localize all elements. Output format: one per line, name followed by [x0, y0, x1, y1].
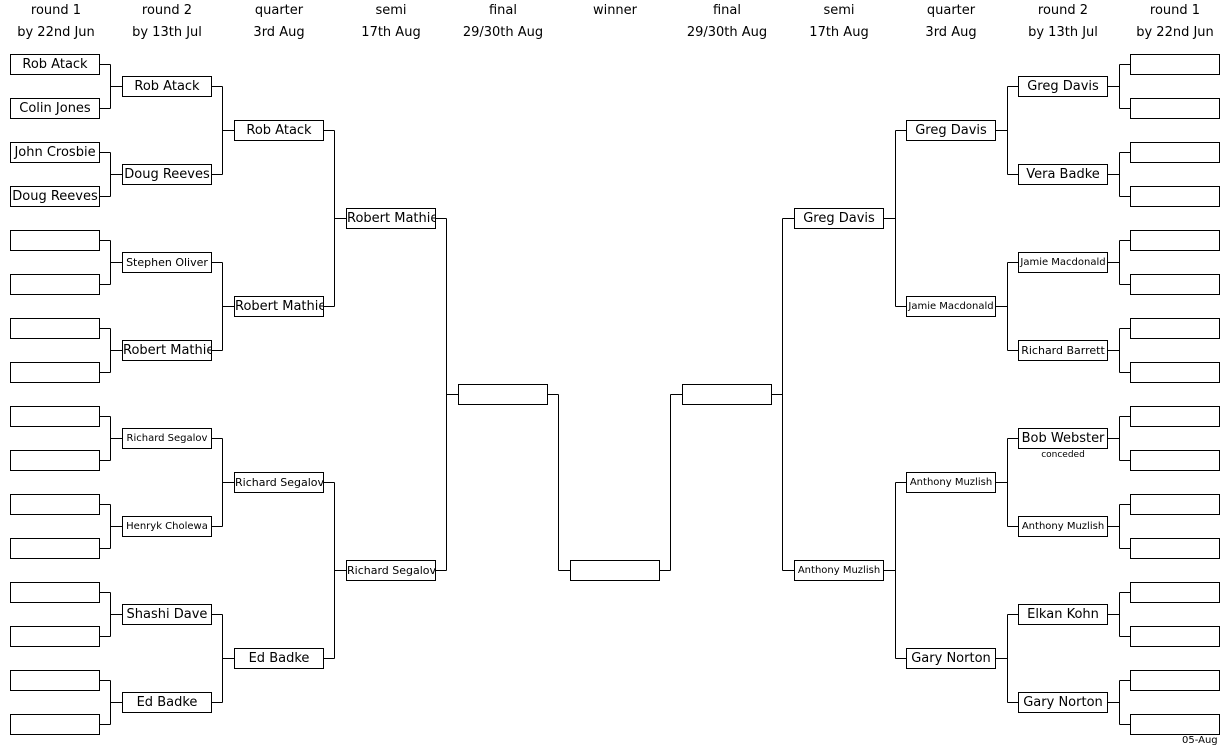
right-r1-slot-10	[1130, 450, 1220, 471]
right-r1-slot-16	[1130, 714, 1220, 735]
right-sf-slot-2: Anthony Muzlish	[794, 560, 884, 581]
right-qf-slot-4: Gary Norton	[906, 648, 996, 669]
right-r1-slot-14	[1130, 626, 1220, 647]
conceded-note: conceded	[1041, 450, 1085, 460]
left-r1-slot-16	[10, 714, 100, 735]
right-r1-slot-7	[1130, 318, 1220, 339]
right-r1-slot-3	[1130, 142, 1220, 163]
right-r2-slot-2: Vera Badke	[1018, 164, 1108, 185]
left-r1-slot-4: Doug Reeves	[10, 186, 100, 207]
right-qf-slot-2: Jamie Macdonald	[906, 296, 996, 317]
right-r2-slot-5: Bob Webster	[1018, 428, 1108, 449]
right-r1-slot-4	[1130, 186, 1220, 207]
right-r1-slot-12	[1130, 538, 1220, 559]
right-r1-slot-9	[1130, 406, 1220, 427]
right-r1-slot-2	[1130, 98, 1220, 119]
left-r1-slot-3: John Crosbie	[10, 142, 100, 163]
left-qf-slot-3: Richard Segalov	[234, 472, 324, 493]
right-r1-slot-8	[1130, 362, 1220, 383]
left-r1-slot-13	[10, 582, 100, 603]
left-r2-slot-7: Shashi Dave	[122, 604, 212, 625]
left-r2-slot-8: Ed Badke	[122, 692, 212, 713]
right-final-slot	[682, 384, 772, 405]
left-r1-slot-14	[10, 626, 100, 647]
right-r1-slot-6	[1130, 274, 1220, 295]
right-r2-slot-3: Jamie Macdonald	[1018, 252, 1108, 273]
right-sf-slot-1: Greg Davis	[794, 208, 884, 229]
left-r2-slot-4: Robert Mathie	[122, 340, 212, 361]
right-r1-slot-1	[1130, 54, 1220, 75]
header-winner: winner	[592, 3, 638, 18]
right-qf-slot-3: Anthony Muzlish	[906, 472, 996, 493]
left-r1-slot-2: Colin Jones	[10, 98, 100, 119]
left-qf-slot-2: Robert Mathie	[234, 296, 324, 317]
left-qf-slot-4: Ed Badke	[234, 648, 324, 669]
left-sf-slot-2: Richard Segalov	[346, 560, 436, 581]
left-r1-slot-10	[10, 450, 100, 471]
left-r1-slot-9	[10, 406, 100, 427]
left-r2-slot-2: Doug Reeves	[122, 164, 212, 185]
left-r2-slot-6: Henryk Cholewa	[122, 516, 212, 537]
right-r2-slot-6: Anthony Muzlish	[1018, 516, 1108, 537]
right-qf-slot-1: Greg Davis	[906, 120, 996, 141]
right-r2-slot-4: Richard Barrett	[1018, 340, 1108, 361]
right-r1-slot-11	[1130, 494, 1220, 515]
right-r2-slot-7: Elkan Kohn	[1018, 604, 1108, 625]
left-r2-slot-3: Stephen Oliver	[122, 252, 212, 273]
left-r1-slot-12	[10, 538, 100, 559]
winner-slot	[570, 560, 660, 581]
left-r1-slot-8	[10, 362, 100, 383]
footer-date: 05-Aug	[1182, 735, 1218, 746]
left-final-slot	[458, 384, 548, 405]
left-qf-slot-1: Rob Atack	[234, 120, 324, 141]
left-r1-slot-5	[10, 230, 100, 251]
left-r1-slot-1: Rob Atack	[10, 54, 100, 75]
left-sf-slot-1: Robert Mathie	[346, 208, 436, 229]
left-r1-slot-11	[10, 494, 100, 515]
right-r2-slot-8: Gary Norton	[1018, 692, 1108, 713]
right-r2-slot-1: Greg Davis	[1018, 76, 1108, 97]
left-r1-slot-15	[10, 670, 100, 691]
right-r1-slot-15	[1130, 670, 1220, 691]
right-r1-slot-13	[1130, 582, 1220, 603]
left-r2-slot-5: Richard Segalov	[122, 428, 212, 449]
left-r1-slot-7	[10, 318, 100, 339]
left-r2-slot-1: Rob Atack	[122, 76, 212, 97]
right-r1-slot-5	[1130, 230, 1220, 251]
left-r1-slot-6	[10, 274, 100, 295]
